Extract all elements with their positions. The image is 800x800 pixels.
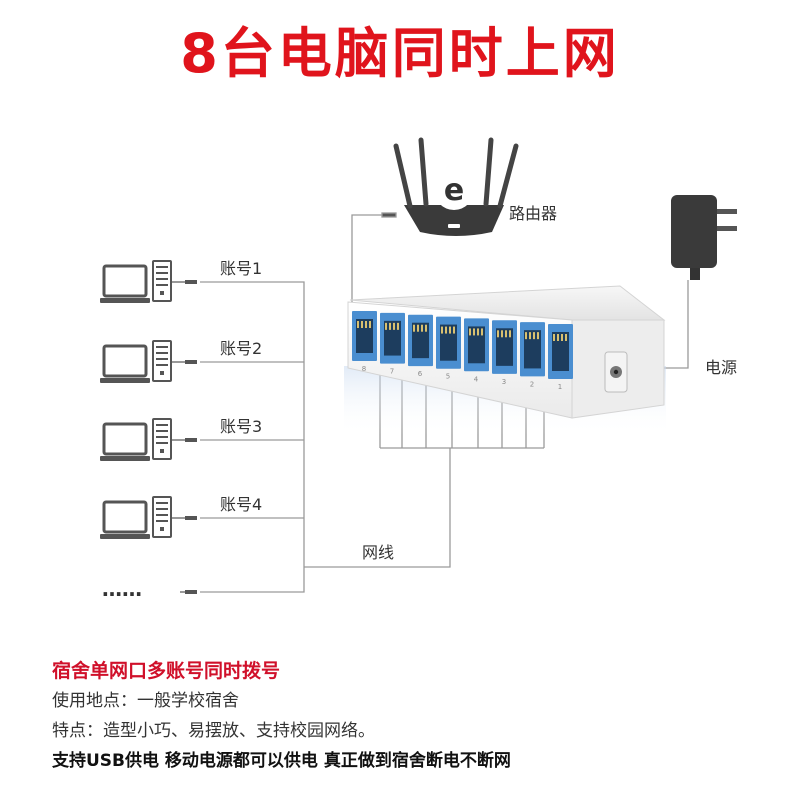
monitor-icon (100, 344, 150, 383)
account-label: 账号2 (220, 339, 262, 358)
cable-connector (381, 212, 397, 218)
pc-tower-icon (152, 340, 172, 382)
port-number: 3 (502, 378, 506, 386)
power-adapter-icon (671, 195, 737, 280)
port-number: 2 (530, 380, 534, 388)
router-icon: e (393, 137, 519, 236)
computer-list: 账号1 账号2 账号3 账号4 …… (100, 259, 262, 601)
switch-port: 4 (464, 318, 489, 383)
cable-label: 网线 (362, 543, 394, 562)
switch-port: 2 (520, 322, 545, 388)
port-number: 6 (418, 370, 423, 378)
switch-port: 5 (436, 316, 461, 381)
port-number: 4 (474, 375, 479, 383)
network-diagram: e 路由器 电源 8 7 6 5 4 3 2 1 网线 账号1 账号2 账号3 账号4 …… (100, 137, 737, 601)
monitor-icon (100, 500, 150, 539)
monitor-icon (100, 422, 150, 461)
cable-segment (200, 281, 305, 593)
account-label: 账号4 (220, 495, 262, 514)
computer (100, 340, 197, 383)
port-number: 8 (362, 365, 366, 373)
port-number: 5 (446, 373, 450, 381)
port-number: 1 (558, 383, 562, 391)
pc-tower-icon (152, 260, 172, 302)
cable-connector (185, 590, 197, 594)
switch-ports: 8 7 6 5 4 3 2 1 (352, 311, 573, 391)
computer (100, 260, 197, 303)
info-features: 特点：造型小巧、易摆放、支持校园网络。 (52, 721, 375, 741)
cable-segment (304, 448, 451, 568)
pc-tower-icon (152, 418, 172, 460)
port-number: 7 (390, 368, 394, 376)
monitor-icon (100, 264, 150, 303)
cable-connector (185, 360, 197, 364)
cable-connector (185, 280, 197, 284)
cable-connector (185, 438, 197, 442)
computer (100, 496, 197, 539)
network-switch-icon: 8 7 6 5 4 3 2 1 (344, 285, 666, 436)
more-computers: …… (102, 577, 142, 601)
info-usage: 使用地点：一般学校宿舍 (52, 691, 239, 711)
account-label: 账号3 (220, 417, 262, 436)
switch-port: 6 (408, 314, 433, 378)
computer (100, 418, 197, 461)
pc-tower-icon (152, 496, 172, 538)
router-label: 路由器 (509, 204, 557, 223)
switch-port: 7 (380, 312, 405, 376)
switch-port: 1 (548, 324, 573, 391)
page-title: 8台电脑同时上网 (180, 22, 620, 85)
cable-segment (351, 214, 382, 302)
info-highlight: 宿舍单网口多账号同时拨号 (52, 660, 281, 682)
power-label: 电源 (705, 358, 737, 377)
switch-port: 8 (352, 311, 377, 373)
switch-port: 3 (492, 320, 517, 386)
account-label: 账号1 (220, 259, 262, 278)
router-logo: e (444, 173, 464, 208)
info-power: 支持USB供电 移动电源都可以供电 真正做到宿舍断电不断网 (52, 751, 511, 771)
cable-connector (185, 516, 197, 520)
